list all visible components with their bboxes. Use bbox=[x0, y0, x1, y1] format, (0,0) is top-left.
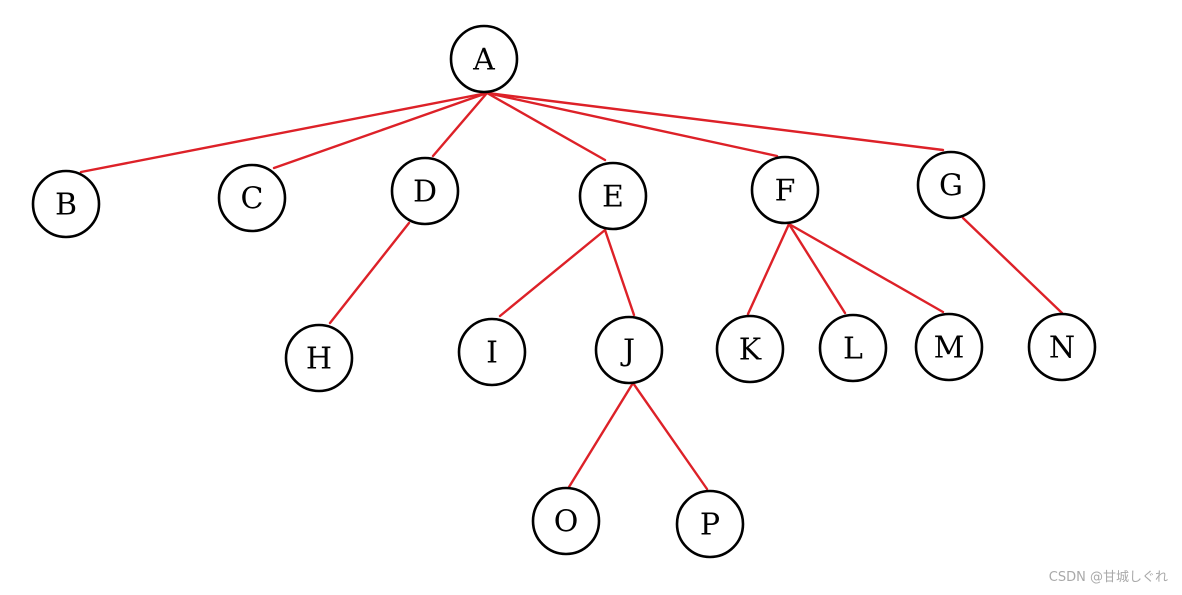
node-label-p: P bbox=[700, 508, 720, 543]
node-circle-o bbox=[531, 486, 601, 556]
node-a: A bbox=[449, 24, 519, 94]
node-circle-n bbox=[1027, 312, 1097, 382]
node-circle-j bbox=[594, 315, 664, 385]
edge-a-f bbox=[485, 91, 779, 158]
edge-a-e bbox=[485, 91, 607, 162]
node-label-o: O bbox=[554, 505, 579, 540]
node-label-m: M bbox=[934, 331, 965, 366]
node-label-i: I bbox=[486, 336, 498, 371]
node-c: C bbox=[217, 163, 287, 233]
node-label-j: J bbox=[620, 334, 635, 369]
node-n: N bbox=[1027, 312, 1097, 382]
node-k: K bbox=[715, 314, 785, 384]
tree-nodes: A B C D E F G H I J K L M N O P bbox=[31, 24, 1097, 559]
edge-d-h bbox=[328, 221, 411, 325]
node-circle-l bbox=[818, 313, 888, 383]
node-b: B bbox=[31, 169, 101, 239]
node-circle-k bbox=[715, 314, 785, 384]
node-d: D bbox=[390, 156, 460, 226]
node-label-g: G bbox=[939, 169, 963, 204]
edge-j-o bbox=[567, 381, 635, 489]
node-circle-a bbox=[449, 24, 519, 94]
node-circle-g bbox=[916, 150, 986, 220]
edge-a-c bbox=[272, 91, 489, 170]
node-h: H bbox=[284, 323, 354, 393]
node-label-k: K bbox=[739, 333, 762, 368]
node-label-c: C bbox=[241, 182, 264, 217]
node-j: J bbox=[594, 315, 664, 385]
node-l: L bbox=[818, 313, 888, 383]
node-label-e: E bbox=[602, 180, 624, 215]
edge-f-l bbox=[787, 222, 847, 315]
node-g: G bbox=[916, 150, 986, 220]
edge-f-m bbox=[787, 222, 945, 314]
node-label-l: L bbox=[843, 332, 863, 367]
edge-a-b bbox=[79, 91, 489, 174]
node-circle-b bbox=[31, 169, 101, 239]
node-p: P bbox=[675, 489, 745, 559]
node-label-h: H bbox=[306, 342, 332, 377]
csdn-watermark: CSDN @甘城しぐれ bbox=[1048, 570, 1168, 585]
node-e: E bbox=[578, 161, 648, 231]
node-i: I bbox=[457, 317, 527, 387]
node-label-n: N bbox=[1049, 331, 1075, 366]
node-circle-m bbox=[914, 312, 984, 382]
tree-edges bbox=[79, 91, 1064, 491]
node-m: M bbox=[914, 312, 984, 382]
edge-a-g bbox=[485, 91, 945, 152]
node-circle-f bbox=[750, 155, 820, 225]
edge-a-d bbox=[431, 91, 489, 158]
node-circle-c bbox=[217, 163, 287, 233]
node-label-a: A bbox=[472, 43, 495, 78]
node-circle-i bbox=[457, 317, 527, 387]
edge-f-k bbox=[746, 222, 791, 316]
node-circle-e bbox=[578, 161, 648, 231]
node-label-d: D bbox=[413, 175, 437, 210]
node-o: O bbox=[531, 486, 601, 556]
node-circle-h bbox=[284, 323, 354, 393]
edge-e-j bbox=[603, 228, 636, 317]
node-f: F bbox=[750, 155, 820, 225]
node-label-b: B bbox=[55, 188, 77, 223]
node-circle-d bbox=[390, 156, 460, 226]
edge-e-i bbox=[498, 228, 607, 318]
node-label-f: F bbox=[775, 174, 796, 209]
edge-j-p bbox=[631, 381, 709, 491]
edge-g-n bbox=[961, 216, 1064, 315]
node-circle-p bbox=[675, 489, 745, 559]
